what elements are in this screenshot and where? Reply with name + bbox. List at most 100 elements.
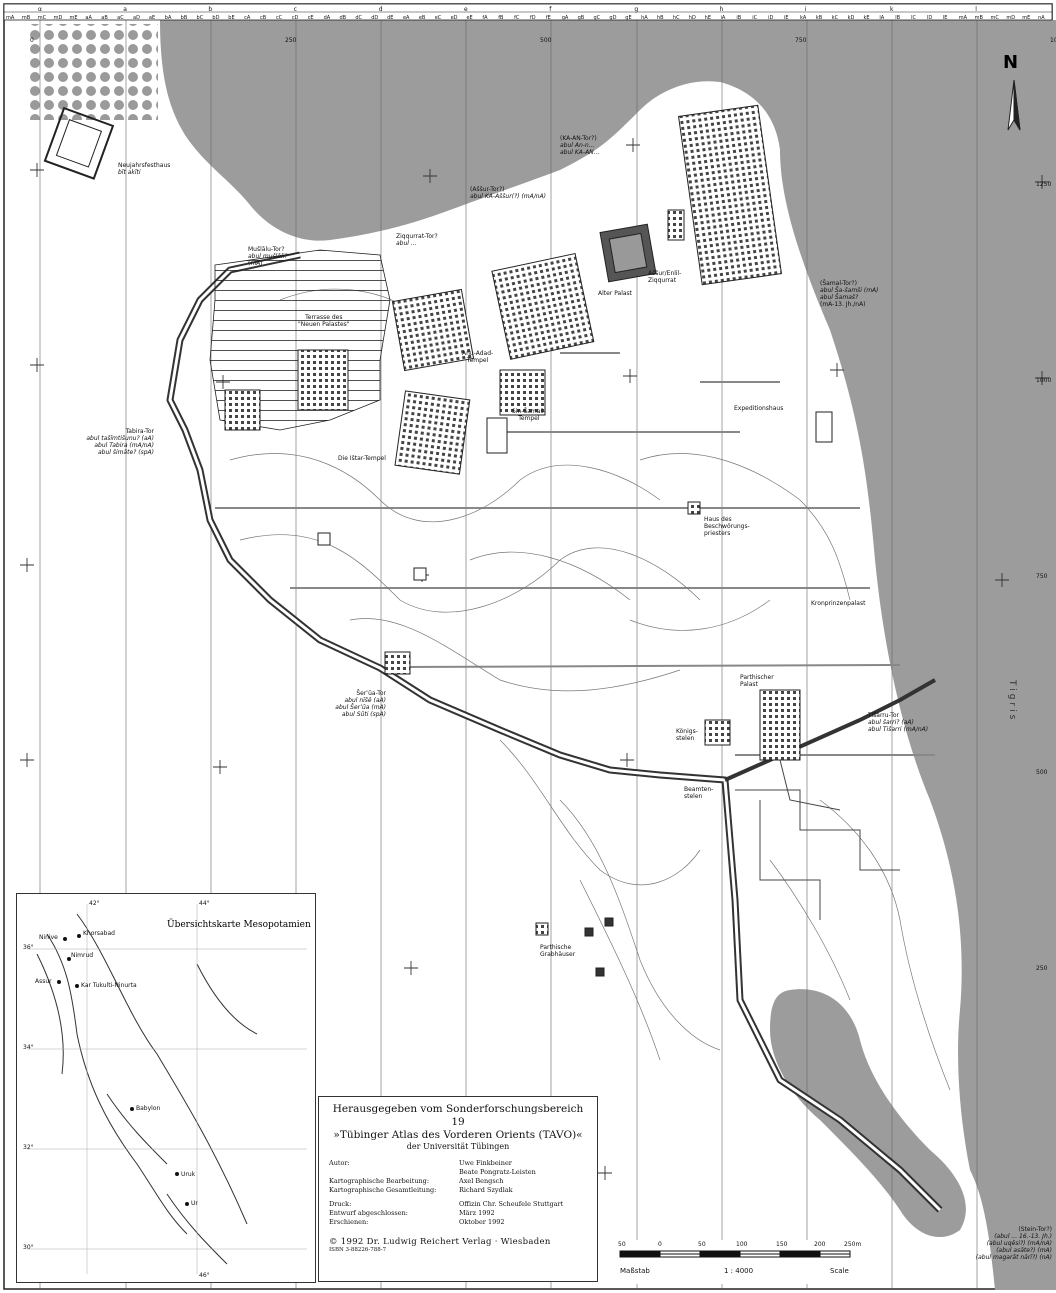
grid-code-label: kC	[832, 15, 839, 21]
grid-code-label: lA	[879, 15, 884, 21]
grid-code-label: gE	[625, 15, 631, 21]
grid-letter-label: f	[549, 6, 552, 13]
grid-distance-label: 250	[285, 37, 297, 44]
grid-code-label: dA	[324, 15, 331, 21]
grid-code-label: mC	[38, 15, 47, 21]
dotted-area	[28, 24, 158, 120]
scale-bar: 50 0 50 100 150 200 250m Maßstab 1 : 400…	[600, 1240, 870, 1284]
grid-code-label: mD	[54, 15, 63, 21]
north-arrow-icon	[1007, 79, 1021, 131]
inset-place-khorsabad: Khorsabad	[83, 930, 115, 937]
credit-row: Autor:Uwe Finkbeiner	[329, 1159, 512, 1167]
parthian-streets	[735, 759, 900, 920]
grid-letter-label: k	[890, 6, 894, 13]
grid-distance-label: 500	[1036, 769, 1048, 776]
grid-code-label: lB	[895, 15, 900, 21]
grid-code-label: mC	[990, 15, 999, 21]
grid-distance-label: 750	[1036, 573, 1048, 580]
scale-label-de: Maßstab	[620, 1267, 650, 1275]
inset-lon-42: 42°	[89, 900, 100, 907]
inset-lat-32: 32°	[23, 1144, 34, 1151]
grid-distance-label: 1000	[1050, 37, 1056, 44]
inset-lat-36: 36°	[23, 944, 34, 951]
survey-lines	[215, 352, 935, 756]
grid-letter-label: l	[975, 6, 977, 13]
inset-place-nimrud: Nimrud	[71, 952, 94, 959]
grid-letter-label: c	[294, 6, 297, 13]
grid-code-label: gD	[609, 15, 616, 21]
grid-distance-label: 750	[795, 37, 807, 44]
scale-tick: 250m	[844, 1241, 862, 1248]
grid-code-label: eB	[419, 15, 426, 21]
grid-letter-label: h	[720, 6, 724, 13]
inset-river-drawing	[27, 904, 307, 1274]
grid-code-label: bA	[165, 15, 172, 21]
grid-crosses	[20, 138, 1049, 1180]
tigris-lake-south	[770, 989, 966, 1238]
grid-code-label: nA	[1038, 15, 1045, 21]
neujahrsfesthaus-plan	[43, 106, 115, 180]
publisher-box: Herausgegeben vom Sonderforschungsbereic…	[318, 1096, 598, 1282]
inset-map-mesopotamia: Übersichtskarte Mesopotamien Ninive Khor…	[16, 893, 316, 1283]
label-assur-gate: (Aššur-Tor?)abul KA-Aššur(?) (mA/nA)	[470, 186, 547, 200]
label-tigris: Tigris	[1007, 680, 1017, 723]
grid-code-label: kB	[816, 15, 823, 21]
grid-code-label: gB	[578, 15, 585, 21]
grid-code-label: mE	[70, 15, 78, 21]
copyright-line: © 1992 Dr. Ludwig Reichert Verlag · Wies…	[329, 1237, 551, 1247]
grid-code-label: bB	[181, 15, 188, 21]
scale-tick: 50	[698, 1241, 706, 1248]
grid-code-label: eD	[451, 15, 458, 21]
grid-code-label: cD	[292, 15, 299, 21]
label-kings-stelae: Königs-stelen	[676, 728, 698, 742]
print-row: Erschienen:Oktober 1992	[329, 1218, 505, 1226]
label-officials-stelae: Beamten-stelen	[684, 786, 714, 800]
grid-code-label: eA	[403, 15, 410, 21]
grid-code-label: kD	[848, 15, 855, 21]
grid-code-label: aB	[101, 15, 108, 21]
grid-code-label: aA	[85, 15, 92, 21]
label-south-gate: (Stein-Tor?)(abul ... 16.-13. Jh.)(abul …	[975, 1226, 1052, 1261]
label-samal-gate: (Šamal-Tor?)abul Ša-šamši (mA)abul Šamaš…	[820, 280, 879, 308]
grid-code-label: iE	[784, 15, 789, 21]
label-old-palace: Alter Palast	[598, 290, 633, 297]
print-row: Druck:Offizin Chr. Scheufele Stuttgart	[329, 1200, 564, 1208]
grid-code-label: fC	[514, 15, 520, 21]
grid-code-label: bD	[212, 15, 219, 21]
grid-code-label: fE	[546, 15, 551, 21]
scale-tick: 200	[814, 1241, 826, 1248]
grid-code-label: fB	[498, 15, 504, 21]
grid-distance-label: 250	[1036, 965, 1048, 972]
grid-code-label: mE	[1022, 15, 1030, 21]
inset-lat-34: 34°	[23, 1044, 34, 1051]
label-sin-samas-temple: Sin-Šamaš-Tempel	[512, 408, 546, 422]
grid-letter-label: e	[464, 6, 468, 13]
grid-code-label: hC	[673, 15, 680, 21]
grid-code-label: bE	[228, 15, 234, 21]
grid-code-label: kA	[800, 15, 807, 21]
inset-title: Übersichtskarte Mesopotamien	[167, 920, 311, 930]
tigris-river-north	[160, 20, 1056, 1290]
grid-code-label: cE	[308, 15, 314, 21]
grid-code-label: mA	[959, 15, 968, 21]
label-expedition-house: Expeditionshaus	[734, 405, 784, 412]
grid-code-label: gC	[594, 15, 601, 21]
inset-place-ur: Ur	[191, 1200, 198, 1207]
scale-label-en: Scale	[830, 1267, 849, 1275]
grid-letter-label: i	[805, 6, 807, 13]
scale-tick: 0	[658, 1241, 662, 1248]
grid-code-label: dD	[371, 15, 378, 21]
inset-place-uruk: Uruk	[181, 1171, 196, 1178]
inset-lon-44: 44°	[199, 900, 210, 907]
top-letter-labels: αabcdefghiklmn	[38, 6, 977, 13]
grid-code-label: eC	[435, 15, 442, 21]
grid-code-label: lD	[927, 15, 932, 21]
inset-place-kar-tukulti: Kar Tukulti-Ninurta	[81, 982, 137, 989]
